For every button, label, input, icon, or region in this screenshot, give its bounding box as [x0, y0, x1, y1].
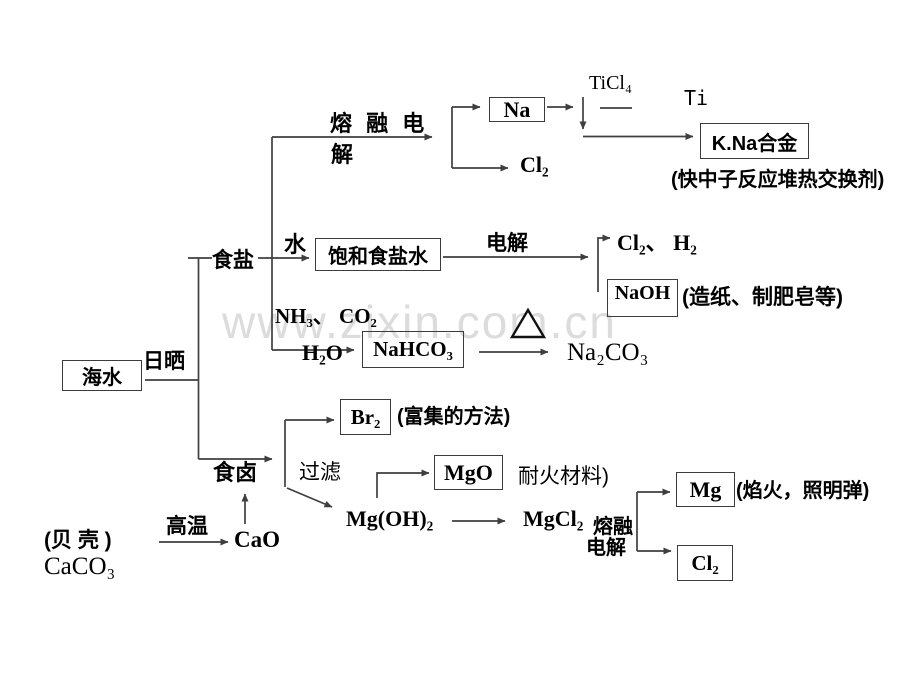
label-filter: 过滤 [299, 461, 341, 484]
label-water: 水 [284, 232, 307, 257]
label-molten2-line1: 熔融 [593, 516, 633, 538]
label-ticl4: TiCl₄ [589, 72, 632, 94]
label-bittern: 食卤 [213, 460, 258, 485]
label-cao: CaO [234, 527, 280, 552]
label-nh3-co2: NH₃、 CO₂ [275, 304, 377, 328]
label-molten-electrolysis-line2: 解 [331, 142, 354, 167]
label-cl2-top: Cl₂ [520, 152, 549, 177]
node-kna-alloy: K.Na合金 [700, 123, 809, 159]
label-high-temp: 高温 [166, 515, 208, 538]
label-mgoh2: Mg(OH)₂ [346, 506, 434, 531]
label-shell: (贝 壳 ) [44, 529, 112, 552]
label-electrolysis: 电解 [486, 232, 528, 255]
watermark-text: www.zixin.com.cn [222, 296, 617, 348]
label-molten-electrolysis-line1: 熔 融 电 [330, 111, 429, 136]
node-mgo: MgO [434, 455, 503, 490]
node-na: Na [489, 97, 545, 122]
label-na2co3: Na₂CO₃ [567, 339, 649, 366]
node-br2: Br₂ [340, 399, 391, 435]
label-mgcl2: MgCl₂ [523, 506, 584, 531]
node-nahco3: NaHCO₃ [362, 331, 464, 368]
label-naoh-note: (造纸、制肥皂等) [682, 286, 843, 309]
node-cl2-bottom: Cl₂ [677, 545, 733, 581]
label-cl2-h2: Cl₂、 H₂ [617, 230, 697, 255]
label-molten2-line2: 电解 [586, 537, 626, 559]
label-salt: 食盐 [212, 249, 254, 272]
label-h2o: H₂O [302, 340, 343, 365]
label-mg-note: (焰火，照明弹) [736, 480, 870, 502]
heat-triangle-icon [509, 307, 547, 339]
node-seawater: 海水 [62, 360, 142, 391]
label-sun-drying: 日晒 [143, 350, 185, 373]
label-br2-note: (富集的方法) [397, 406, 511, 428]
label-caco3: CaCO₃ [44, 553, 116, 580]
label-mgo-note: 耐火材料) [518, 465, 609, 488]
node-naoh: NaOH [607, 279, 678, 317]
label-ti: Ti [684, 86, 709, 110]
label-kna-note: (快中子反应堆热交换剂) [671, 169, 885, 191]
node-saturated-brine: 饱和食盐水 [315, 238, 441, 271]
node-mg: Mg [676, 472, 735, 507]
connectors [145, 97, 694, 555]
